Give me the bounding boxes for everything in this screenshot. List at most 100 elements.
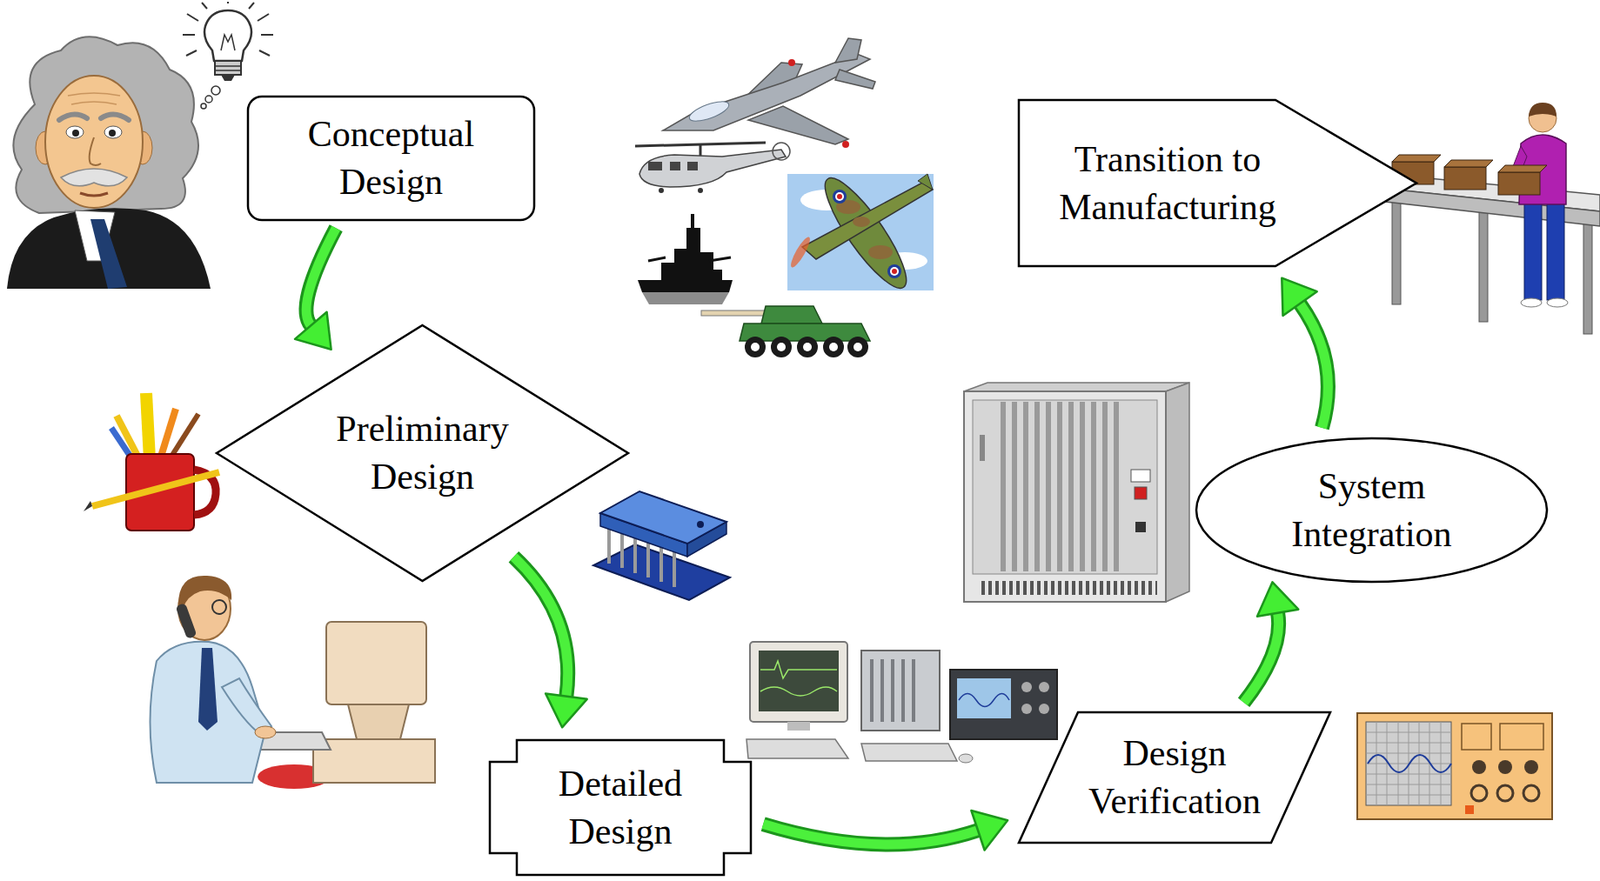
light-bulb xyxy=(205,95,213,103)
spitfire-plane xyxy=(787,174,934,291)
light-bulb xyxy=(220,34,235,51)
decision-diamond: Preliminary Design xyxy=(214,323,630,583)
node-outline xyxy=(1017,710,1333,845)
battleship xyxy=(648,257,731,262)
helicopter xyxy=(699,145,703,157)
einstein-cartoon xyxy=(60,168,128,187)
test-equipment xyxy=(1021,682,1032,693)
ic-chip xyxy=(593,491,730,601)
engineer-at-computer xyxy=(150,575,436,790)
equipment-rack xyxy=(1068,401,1074,572)
einstein-cartoon xyxy=(59,113,88,121)
fighter-jet xyxy=(687,97,732,125)
arrow-shaft xyxy=(1244,613,1279,703)
assembly-line xyxy=(1498,172,1540,195)
einstein-cartoon xyxy=(13,36,199,214)
arrow-shaft xyxy=(1299,303,1328,429)
fighter-jet xyxy=(788,59,796,67)
node-label: Preliminary Design xyxy=(309,405,536,501)
process-box: Detailed Design xyxy=(488,738,753,877)
spitfire-plane xyxy=(917,174,933,190)
equipment-rack xyxy=(1135,522,1146,533)
light-bulb xyxy=(182,1,274,109)
node-label: Detailed Design xyxy=(533,760,708,856)
test-equipment xyxy=(861,650,940,731)
spitfire-plane xyxy=(835,192,844,201)
oscilloscope xyxy=(1461,723,1492,750)
oscilloscope xyxy=(1365,722,1452,806)
tank xyxy=(701,306,871,358)
tank xyxy=(803,342,812,352)
helicopter xyxy=(635,142,790,194)
arrow-head xyxy=(970,810,1008,851)
einstein-cartoon xyxy=(66,126,84,139)
spitfire-plane xyxy=(890,267,899,276)
helicopter xyxy=(772,142,790,161)
helicopter xyxy=(669,161,681,171)
flow-arrow xyxy=(294,227,336,350)
tank xyxy=(761,306,823,324)
test-equipment xyxy=(1021,703,1032,715)
equipment-rack xyxy=(964,382,1190,392)
light-bulb xyxy=(204,10,252,61)
einstein-cartoon xyxy=(67,93,121,105)
battleship xyxy=(637,280,733,293)
assembly-line xyxy=(1392,198,1401,305)
ic-chip xyxy=(600,491,727,544)
assembly-line xyxy=(1392,154,1441,162)
spitfire-plane xyxy=(802,182,933,260)
oscilloscope xyxy=(1523,785,1540,802)
equipment-rack xyxy=(1131,469,1151,483)
spitfire-plane xyxy=(832,189,847,204)
einstein-cartoon xyxy=(89,137,101,166)
fighter-jet xyxy=(835,38,862,63)
flow-arrow xyxy=(1244,582,1299,703)
equipment-rack xyxy=(1102,401,1108,572)
light-bulb xyxy=(214,60,242,75)
equipment-rack xyxy=(1134,487,1147,500)
oscilloscope xyxy=(1357,713,1553,820)
node-text: Preliminary Design xyxy=(309,405,536,501)
spitfire-plane xyxy=(836,194,843,200)
oscilloscope xyxy=(1497,785,1513,802)
assembly-line xyxy=(1479,207,1488,322)
node-outline xyxy=(216,325,629,582)
flow-arrow xyxy=(513,556,587,728)
test-equipment xyxy=(958,754,973,764)
light-bulb xyxy=(214,66,242,71)
flow-arrow xyxy=(763,810,1008,851)
einstein-cartoon xyxy=(104,126,122,139)
node-label: Design Verification xyxy=(1070,729,1279,825)
assembly-line xyxy=(1444,160,1493,168)
assembly-line xyxy=(1546,200,1565,301)
oscilloscope xyxy=(1471,785,1487,802)
node-outline xyxy=(247,96,535,221)
einstein-cartoon xyxy=(72,129,80,137)
assembly-line xyxy=(1524,200,1542,301)
arrow-shaft xyxy=(306,227,336,326)
node-label: Transition to Manufacturing xyxy=(1050,135,1286,231)
assembly-line xyxy=(1444,167,1487,190)
node-outline xyxy=(246,94,536,222)
engineer-at-computer xyxy=(254,726,276,739)
node-label: Conceptual Design xyxy=(278,110,505,206)
einstein-cartoon xyxy=(90,219,128,289)
equipment-rack xyxy=(972,400,1158,575)
equipment-rack xyxy=(1000,401,1006,572)
test-equipment xyxy=(787,722,811,731)
node-outline xyxy=(489,740,751,876)
spitfire-plane xyxy=(787,168,934,297)
engineer-at-computer xyxy=(175,602,198,640)
equipment-rack xyxy=(1011,401,1018,572)
einstein-cartoon xyxy=(6,36,211,289)
einstein-cartoon xyxy=(80,193,108,196)
test-equipment xyxy=(746,642,1058,764)
oscilloscope xyxy=(1472,760,1487,775)
oscilloscope xyxy=(1465,805,1474,815)
helicopter xyxy=(639,149,786,188)
test-equipment xyxy=(871,659,914,723)
fighter-jet xyxy=(662,38,876,148)
process-ellipse: System Integration xyxy=(1194,436,1549,584)
equipment-rack xyxy=(979,435,985,462)
